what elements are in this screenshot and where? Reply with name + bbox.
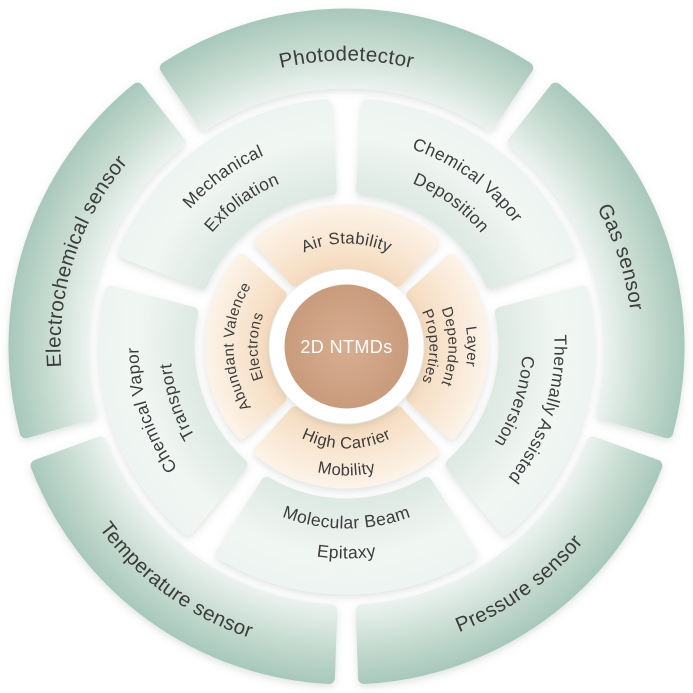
center-disc — [284, 284, 409, 409]
segment-thermally-assisted-conversion — [445, 285, 595, 536]
label-layer-dependent-properties-2: Dependent — [437, 305, 461, 389]
properties-ring — [204, 204, 489, 489]
label-high-carrier-mobility-2: Mobility — [316, 458, 376, 479]
segment-chemical-vapor-deposition — [356, 99, 576, 290]
applications-ring — [8, 8, 685, 685]
label-molecular-beam-epitaxy-2: Epitaxy — [316, 541, 377, 563]
rings-layer: Air StabilityLayerDependentPropertiesHig… — [8, 8, 685, 685]
segment-chemical-vapor-transport — [98, 285, 248, 536]
label-layer-dependent-properties-1: Layer — [462, 325, 481, 368]
segment-electrochemical-sensor — [8, 82, 186, 439]
segment-molecular-beam-epitaxy — [215, 476, 478, 595]
segment-photodetector — [159, 8, 534, 131]
center-label: 2D NTMDs — [300, 337, 392, 357]
segment-layer-dependent-properties — [406, 253, 489, 440]
segment-gas-sensor — [507, 82, 685, 439]
synthesis-ring — [98, 99, 595, 595]
segment-pressure-sensor — [355, 436, 663, 685]
segment-air-stability — [253, 204, 440, 287]
segment-high-carrier-mobility — [253, 406, 440, 489]
center-node — [269, 269, 424, 424]
segment-temperature-sensor — [30, 436, 338, 685]
segment-abundant-valence-electrons — [204, 253, 287, 440]
segment-mechanical-exfoliation — [117, 99, 337, 290]
